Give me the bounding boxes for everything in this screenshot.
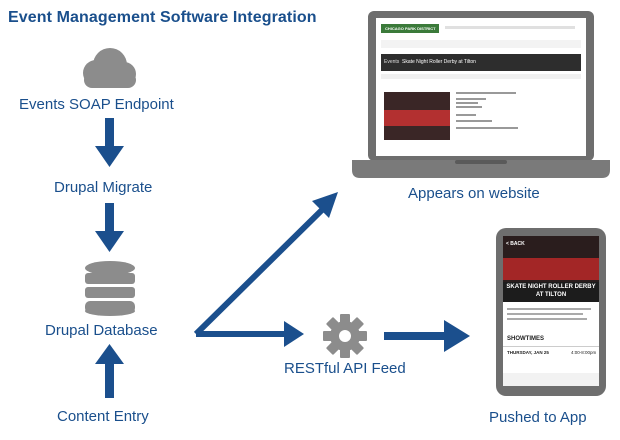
diagram-title: Event Management Software Integration bbox=[8, 9, 317, 26]
app-tab-bar bbox=[503, 373, 599, 386]
laptop-illustration bbox=[352, 11, 610, 178]
drupal-migrate-label: Drupal Migrate bbox=[54, 179, 153, 196]
gear-icon bbox=[323, 314, 367, 358]
cloud-icon bbox=[83, 48, 136, 88]
drupal-database-label: Drupal Database bbox=[45, 322, 158, 339]
restful-api-feed-label: RESTful API Feed bbox=[284, 360, 406, 377]
website-banner-title: Skate Night Roller Derby at Tilton bbox=[402, 59, 476, 65]
appears-on-website-label: Appears on website bbox=[408, 185, 540, 202]
phone-illustration bbox=[496, 228, 606, 396]
arrow-soap-to-migrate bbox=[95, 118, 124, 167]
website-banner-section: Events bbox=[384, 59, 400, 65]
arrow-database-to-website bbox=[193, 192, 338, 337]
app-hero-title-bar bbox=[503, 282, 599, 302]
app-section-heading: SHOWTIMES bbox=[507, 336, 544, 342]
arrow-database-to-rest bbox=[196, 321, 304, 347]
website-logo-text: CHICAGO PARK DISTRICT bbox=[385, 26, 436, 31]
app-showtime-date: THURSDAY, JAN 25 bbox=[507, 350, 549, 355]
arrow-migrate-to-database bbox=[95, 203, 124, 252]
website-logo-bar bbox=[381, 24, 439, 33]
arrow-entry-to-database bbox=[95, 344, 124, 398]
website-banner bbox=[381, 54, 581, 71]
pushed-to-app-label: Pushed to App bbox=[489, 409, 587, 426]
arrow-rest-to-app bbox=[384, 320, 470, 352]
app-showtime-time: 4:00-8:00pm bbox=[571, 350, 597, 355]
content-entry-label: Content Entry bbox=[57, 408, 149, 425]
database-icon bbox=[85, 261, 135, 316]
soap-endpoint-label: Events SOAP Endpoint bbox=[19, 96, 174, 113]
app-back-button: < BACK bbox=[506, 241, 525, 247]
app-hero-title: SKATE NIGHT ROLLER DERBY AT TILTON bbox=[506, 284, 596, 298]
